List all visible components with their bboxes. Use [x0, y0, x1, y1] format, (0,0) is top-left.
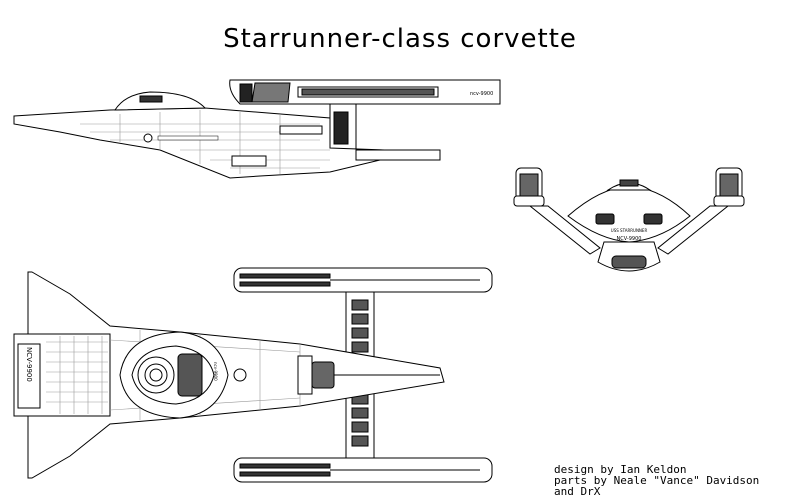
top-stern-registry: NCV-9900 — [25, 347, 33, 382]
side-lower-nacelle — [355, 149, 441, 161]
top-upper-pylon — [345, 291, 375, 363]
top-stern-grid — [46, 336, 108, 414]
top-saucer-dark — [177, 353, 203, 397]
side-emblem-icon — [143, 133, 153, 143]
side-impulse-block — [279, 125, 323, 135]
side-nacelle-registry: ncv-9900 — [470, 91, 493, 97]
front-right-impulse — [643, 213, 663, 225]
side-main-hull — [13, 107, 441, 179]
side-view: ncv-9900 — [13, 79, 501, 179]
credit-line: and DrX — [554, 485, 601, 498]
top-impulse-stack — [311, 361, 335, 389]
front-left-nacelle — [513, 167, 545, 207]
credits-block: design by Ian Keldon parts by Neale "Van… — [554, 464, 759, 497]
credit-line: parts by Neale "Vance" Davidson — [554, 474, 760, 487]
front-right-nacelle — [713, 167, 745, 207]
top-view: NCV-9900 ncv-9900 — [13, 267, 493, 483]
side-pylon-dark — [333, 111, 349, 145]
top-lower-nacelle — [233, 457, 493, 483]
front-left-impulse — [595, 213, 615, 225]
top-stern-plate — [17, 343, 41, 409]
front-view: USS STARRUNNER NCV-9900 — [513, 167, 745, 272]
top-emblem-icon — [233, 368, 247, 382]
front-hull-name: USS STARRUNNER — [611, 228, 648, 233]
front-right-pylon — [657, 205, 730, 255]
front-registry: NCV-9900 — [617, 236, 642, 242]
side-upper-nacelle: ncv-9900 — [229, 79, 501, 105]
side-hull-name-plate — [157, 135, 219, 141]
front-left-pylon — [528, 205, 601, 255]
front-saucer — [567, 185, 691, 243]
top-upper-nacelle — [233, 267, 493, 293]
top-deflector-housing — [297, 355, 313, 395]
top-hull-registry: ncv-9900 — [213, 362, 218, 381]
top-bridge-center — [149, 368, 163, 382]
diagram-title: Starrunner-class corvette — [223, 24, 577, 54]
credit-line: design by Ian Keldon — [554, 463, 687, 476]
top-lower-pylon — [345, 387, 375, 459]
side-lower-block — [231, 155, 267, 167]
